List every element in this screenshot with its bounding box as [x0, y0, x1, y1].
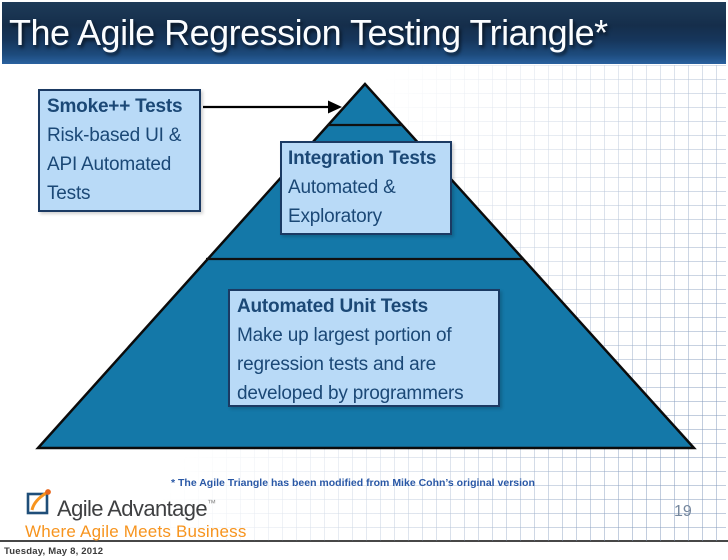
- slide-title: The Agile Regression Testing Triangle*: [9, 12, 608, 53]
- unit-tests-line: Make up largest portion of: [237, 325, 452, 346]
- brand-trademark: ™: [207, 498, 217, 508]
- status-date: Tuesday, May 8, 2012: [4, 546, 104, 557]
- pyramid-diagram: [35, 82, 697, 450]
- unit-tests-line: developed by programmers: [237, 383, 464, 404]
- unit-tests-line: regression tests and are: [237, 354, 437, 375]
- page-number: 19: [674, 503, 692, 520]
- integration-tests-line: Exploratory: [288, 206, 382, 227]
- smoke-tests-heading: Smoke++ Tests: [47, 96, 183, 117]
- brand-tagline: Where Agile Meets Business: [25, 522, 247, 541]
- footnote-text: * The Agile Triangle has been modified f…: [171, 477, 535, 489]
- integration-tests-label-box: Integration Tests Automated & Explorator…: [280, 141, 452, 235]
- brand-name-text: Agile Advantage: [57, 496, 208, 521]
- title-bar: The Agile Regression Testing Triangle*: [2, 2, 726, 64]
- pyramid-triangle: [35, 82, 697, 450]
- integration-tests-line: Automated &: [288, 177, 396, 198]
- brand-name: Agile Advantage™: [57, 488, 216, 524]
- smoke-tests-line: Tests: [47, 183, 91, 204]
- smoke-tests-line: API Automated: [47, 154, 172, 175]
- brand-logo: Agile Advantage™ Where Agile Meets Busin…: [25, 488, 247, 542]
- logo-mark-icon: [26, 489, 51, 515]
- slide-canvas: The Agile Regression Testing Triangle* S…: [0, 0, 728, 542]
- integration-tests-heading: Integration Tests: [288, 148, 437, 169]
- connector-arrowhead: [328, 100, 342, 114]
- smoke-tests-label-box: Smoke++ Tests Risk-based UI & API Automa…: [38, 89, 201, 212]
- unit-tests-heading: Automated Unit Tests: [237, 296, 428, 317]
- smoke-tests-line: Risk-based UI &: [47, 125, 182, 146]
- unit-tests-label-box: Automated Unit Tests Make up largest por…: [228, 289, 500, 407]
